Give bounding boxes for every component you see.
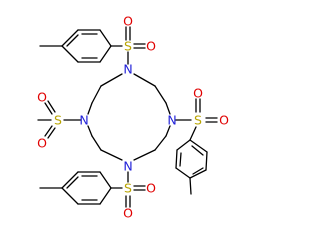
- nitrogen-left-label: N: [79, 113, 88, 128]
- sulfur-top-label: S: [124, 39, 132, 54]
- nitrogen-bottom-label: N: [123, 159, 132, 174]
- oxygen-bottom-right-label: O: [146, 181, 156, 196]
- atom-labels: N N N N S S S S O O O O O O O O: [37, 14, 229, 221]
- oxygen-top-left-label: O: [123, 14, 133, 29]
- oxygen-left-lower-label: O: [37, 136, 47, 151]
- sulfur-left-label: S: [54, 113, 62, 128]
- sulfur-bottom-label: S: [124, 181, 132, 196]
- oxygen-top-right-label: O: [146, 39, 156, 54]
- nitrogen-right-label: N: [167, 113, 176, 128]
- bond-lines: [37, 26, 218, 208]
- oxygen-left-upper-label: O: [37, 90, 47, 105]
- oxygen-right-left-label: O: [193, 86, 203, 101]
- sulfur-right-label: S: [194, 113, 202, 128]
- oxygen-bottom-left-label: O: [123, 206, 133, 221]
- molecule-structure-diagram: N N N N S S S S O O O O O O O O: [37, 14, 229, 221]
- nitrogen-top-label: N: [123, 62, 132, 77]
- oxygen-right-right-label: O: [219, 113, 229, 128]
